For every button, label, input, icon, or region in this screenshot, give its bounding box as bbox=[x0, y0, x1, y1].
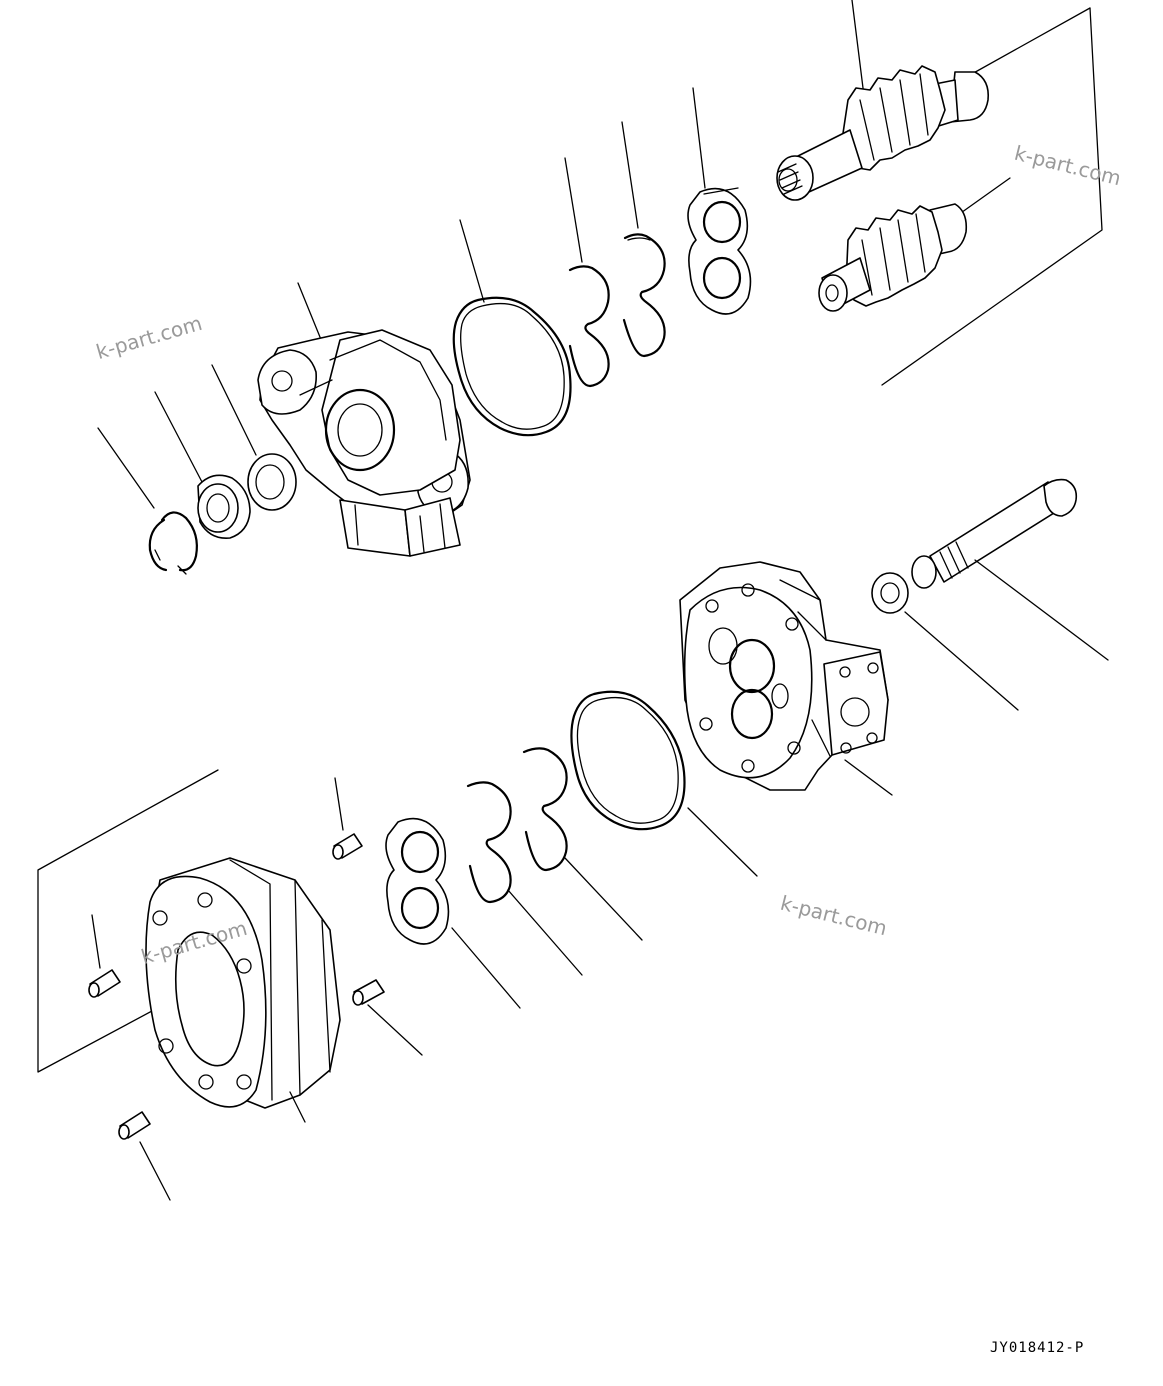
dowel-pin-icon bbox=[118, 1111, 171, 1201]
o-ring-icon bbox=[570, 690, 758, 877]
drive-gear-shaft-icon bbox=[776, 0, 990, 201]
gear-case-icon bbox=[145, 857, 341, 1123]
oil-seal-icon bbox=[154, 391, 251, 539]
washer-icon bbox=[211, 364, 297, 511]
dowel-pin-icon bbox=[352, 979, 423, 1056]
dowel-pin-icon bbox=[332, 777, 363, 860]
backup-ring-icon bbox=[564, 121, 666, 388]
rear-cover-icon bbox=[679, 561, 893, 796]
drawing-code: JY018412-P bbox=[990, 1340, 1085, 1356]
dowel-pin-icon bbox=[88, 914, 121, 998]
bolt-icon bbox=[911, 478, 1109, 661]
thrust-plate-icon bbox=[687, 87, 752, 315]
o-ring-icon bbox=[452, 219, 572, 437]
lower-frame-lines bbox=[37, 769, 219, 1073]
upper-frame-lines bbox=[881, 7, 1103, 386]
front-cover-icon bbox=[257, 282, 471, 557]
snap-ring-icon bbox=[97, 427, 198, 575]
backup-ring-icon bbox=[466, 747, 643, 976]
thrust-plate-icon bbox=[385, 817, 521, 1009]
washer-icon bbox=[871, 572, 1019, 711]
driven-gear-shaft-icon bbox=[818, 177, 1011, 312]
